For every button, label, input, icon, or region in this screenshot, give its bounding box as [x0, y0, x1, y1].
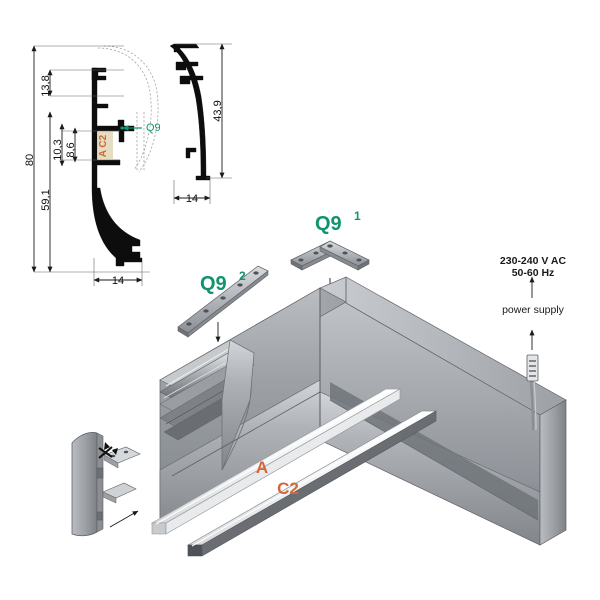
fixing-screw-symbol [98, 442, 141, 504]
dim-label-10-3: 10,3 [52, 139, 64, 160]
q9-callout-label: Q9 [146, 122, 161, 134]
corner-bracket-label: Q9 [315, 213, 342, 235]
straight-bracket-label-sup: 2 [239, 269, 246, 283]
side-cross-section-drawing [169, 43, 232, 204]
cover-a-label: A [256, 458, 268, 477]
straight-bracket-holes [186, 271, 259, 326]
power-supply-frequency: 50-60 Hz [512, 267, 555, 279]
cutaway-nose [221, 339, 255, 471]
power-cable [529, 379, 535, 431]
ghost-outline [97, 45, 159, 173]
led-tape-band [98, 132, 113, 159]
cover-strip-a [150, 388, 402, 535]
dim-label-43-9: 43,9 [212, 100, 224, 121]
q9-callout-leader [120, 125, 142, 131]
cover-c2-label: C2 [277, 479, 299, 498]
dim-label-8-6: 8,6 [65, 142, 77, 157]
straight-bracket-label: Q9 [200, 273, 227, 295]
a-c2-callout-label: A C2 [98, 134, 109, 157]
end-cap-tab [96, 467, 104, 479]
extension-lines-front [34, 45, 150, 286]
corner-bracket-label-sup: 1 [354, 209, 361, 223]
power-supply-label: power supply [502, 304, 565, 316]
right-wing-end-face [539, 399, 567, 546]
dim-label-59-1: 59,1 [40, 189, 52, 210]
power-supply-voltage: 230-240 V AC [500, 255, 567, 267]
corner-bracket-part [290, 240, 370, 299]
dim-label-14-front: 14 [112, 275, 124, 287]
end-cap-insert-arrow [109, 510, 139, 528]
front-cross-section-drawing [31, 45, 159, 286]
bracket-holes [298, 244, 362, 262]
cover-strip-c2 [186, 410, 438, 557]
dim-label-13-8: 13,8 [40, 75, 52, 96]
dim-label-14-side: 14 [186, 193, 198, 205]
dim-label-80: 80 [24, 154, 36, 166]
straight-bracket-part [177, 265, 269, 343]
end-cap-part [71, 432, 104, 537]
power-supply-group [526, 276, 539, 431]
